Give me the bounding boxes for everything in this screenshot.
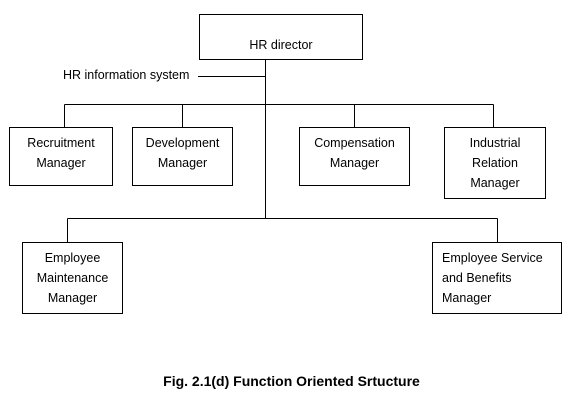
hr-director-box: HR director (199, 14, 363, 60)
hr-information-system-label: HR information system (63, 68, 190, 82)
hr-director-label: HR director (249, 38, 313, 52)
figure-caption: Fig. 2.1(d) Function Oriented Srtucture (163, 373, 420, 389)
